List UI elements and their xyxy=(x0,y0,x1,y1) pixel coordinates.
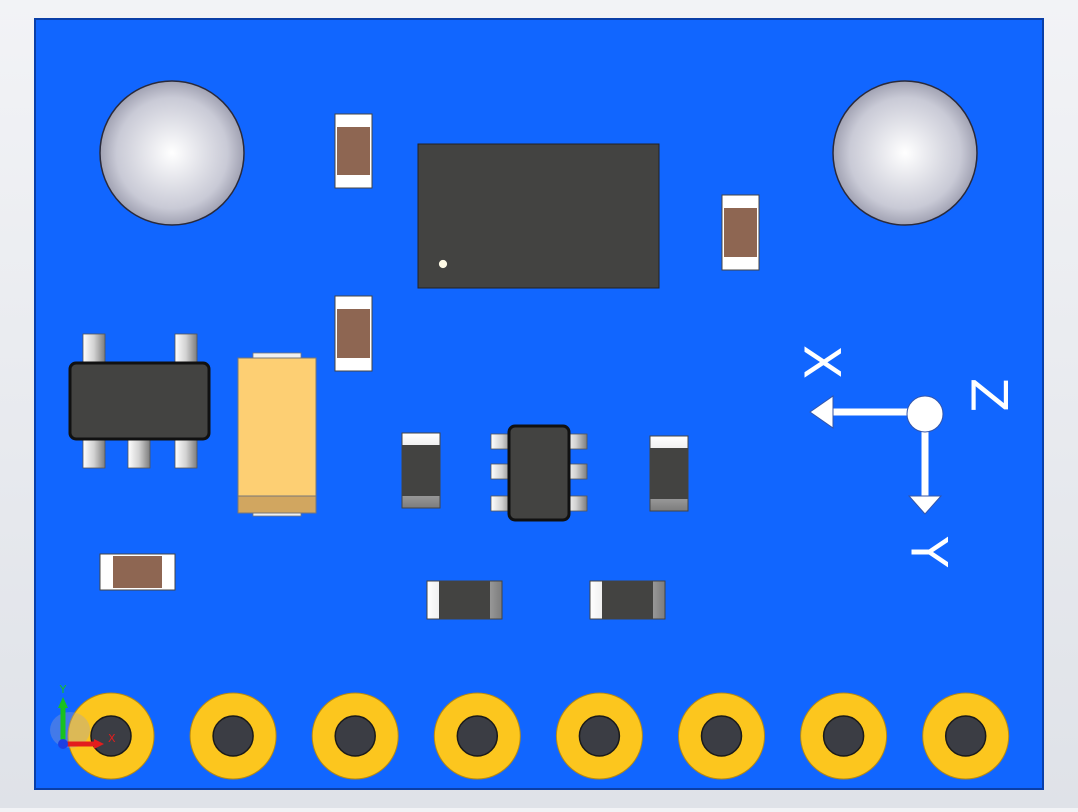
header-pad-hole xyxy=(90,715,132,757)
header-pin-2[interactable] xyxy=(189,692,277,780)
mounting-hole-left xyxy=(99,80,245,226)
resistor-r1[interactable] xyxy=(334,113,373,189)
capacitor-c4[interactable] xyxy=(589,580,666,620)
mounting-hole-right xyxy=(832,80,978,226)
tantalum-capacitor[interactable] xyxy=(237,352,317,517)
capacitor-c2[interactable] xyxy=(649,435,689,512)
triad-shadow xyxy=(50,712,90,748)
main-ic-chip[interactable] xyxy=(417,143,660,289)
triad-x-arrowhead xyxy=(94,739,104,749)
header-pad-hole xyxy=(822,715,865,757)
axis-silkscreen: X Y Z xyxy=(793,345,1018,568)
x-axis-label: X xyxy=(793,345,851,379)
header-pad-hole xyxy=(212,715,254,757)
header-pin-5[interactable] xyxy=(555,692,643,780)
header-pin-7[interactable] xyxy=(800,692,888,780)
z-axis-dot xyxy=(906,395,944,433)
header-pad-hole xyxy=(700,715,743,757)
header-pin-row xyxy=(67,692,1010,780)
header-pin-3[interactable] xyxy=(311,692,399,780)
resistor-r3[interactable] xyxy=(721,194,760,271)
capacitor-c3[interactable] xyxy=(426,580,503,620)
header-pad-hole xyxy=(334,715,376,757)
z-axis-label: Z xyxy=(960,378,1018,412)
y-axis-label: Y xyxy=(900,536,958,568)
header-pad-hole xyxy=(578,715,621,757)
resistor-r4[interactable] xyxy=(99,553,176,591)
header-pad-hole xyxy=(456,715,499,757)
triad-y-label: Y xyxy=(59,683,67,696)
voltage-regulator-sot23[interactable] xyxy=(68,333,211,469)
capacitor-c1[interactable] xyxy=(401,432,441,509)
pin1-marker xyxy=(438,259,448,269)
triad-y-arrowhead xyxy=(58,697,68,708)
triad-x-label: X xyxy=(108,732,116,745)
resistor-r2[interactable] xyxy=(334,295,373,372)
header-pin-6[interactable] xyxy=(678,692,765,780)
orientation-triad[interactable]: Y X xyxy=(50,683,116,749)
sot23-6-chip[interactable] xyxy=(490,424,588,522)
x-axis-arrowhead xyxy=(809,395,834,429)
header-pin-8[interactable] xyxy=(922,692,1010,780)
header-pad-hole xyxy=(944,715,987,757)
header-pin-1[interactable] xyxy=(67,692,155,780)
triad-z-axis xyxy=(58,739,68,749)
header-pin-4[interactable] xyxy=(433,692,521,780)
y-axis-arrowhead xyxy=(907,495,943,515)
